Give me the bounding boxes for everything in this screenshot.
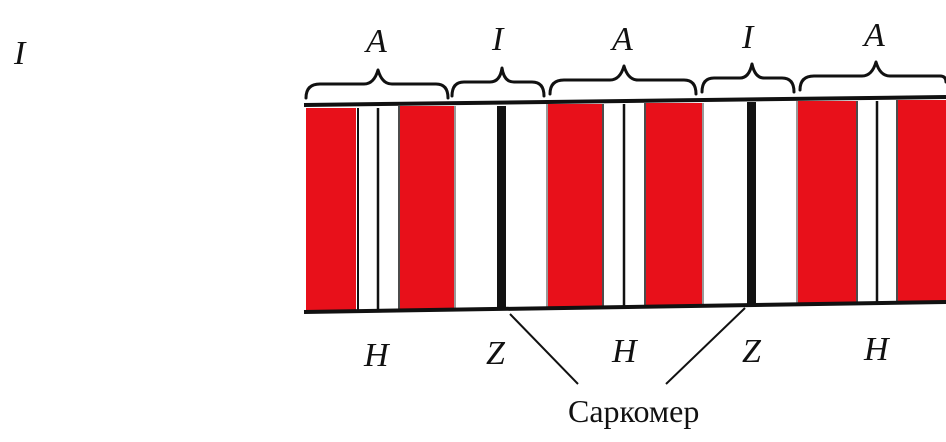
brace-a-1 xyxy=(304,68,450,100)
z-line-2 xyxy=(747,102,756,305)
sarcomere-pointer-right xyxy=(665,307,746,385)
brace-i-2 xyxy=(700,62,796,94)
bottom-label-z-1: Z xyxy=(486,335,506,372)
bottom-label-h-1: H xyxy=(363,337,391,374)
a-band-3-left xyxy=(798,101,856,303)
top-label-i-1: I xyxy=(491,21,505,58)
a-band-2-left xyxy=(548,104,602,308)
a-band-3-right xyxy=(898,100,946,302)
top-label-a-3: A xyxy=(862,17,885,54)
brace-i-1 xyxy=(450,66,546,98)
a-band-1-right xyxy=(400,106,454,310)
sarcomere-pointer-left xyxy=(509,313,579,385)
fiber-top-edge xyxy=(303,95,946,107)
bottom-label-h-3: H xyxy=(863,331,891,368)
brace-a-3 xyxy=(798,60,946,92)
top-label-a-1: A xyxy=(364,23,387,60)
bottom-label-h-2: H xyxy=(611,333,639,370)
brace-a-2 xyxy=(548,64,698,96)
a-band-1-left xyxy=(306,108,356,310)
figure-label: I xyxy=(13,35,27,72)
sarcomere-caption: Саркомер xyxy=(568,393,699,429)
fiber-bottom-edge xyxy=(303,300,946,314)
top-label-i-2: I xyxy=(741,19,755,56)
a-band-2-right xyxy=(646,103,702,307)
bottom-label-z-2: Z xyxy=(742,333,762,370)
top-label-a-2: A xyxy=(610,21,633,58)
z-line-1 xyxy=(497,106,506,310)
